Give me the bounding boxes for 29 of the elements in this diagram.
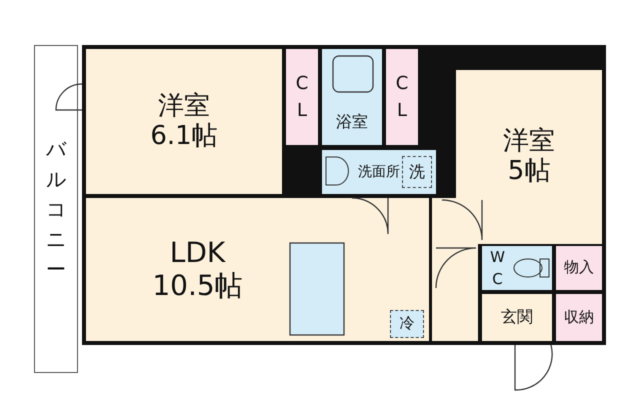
room-label: 6.1帖: [150, 122, 218, 152]
closet-area: [286, 49, 318, 145]
closet-area: [386, 49, 418, 145]
balcony-area: [34, 45, 78, 373]
entrance-area: [482, 294, 552, 341]
room-label: W C: [490, 246, 505, 290]
room-label: 10.5帖: [152, 270, 243, 302]
room-label: 洗面所: [358, 164, 400, 180]
room-label: 収納: [564, 308, 594, 326]
room-label: 5帖: [508, 157, 550, 187]
washer-space: [402, 156, 432, 188]
room-label: C L: [294, 72, 310, 123]
toilet-room-area: [482, 246, 552, 290]
room-label: バルコニー: [46, 136, 66, 283]
room-area: [456, 70, 602, 244]
fridge-space: [390, 310, 424, 338]
room-label: 浴室: [336, 112, 368, 131]
storage-area: [556, 294, 602, 341]
room-label: 洋室: [158, 92, 210, 122]
room-label: 洋室: [503, 127, 555, 157]
room-label: 玄関: [501, 308, 533, 327]
room-area: [86, 49, 282, 194]
room-label: C L: [394, 72, 410, 123]
room-label: LDK: [170, 237, 226, 270]
room-label: 冷: [400, 315, 414, 333]
washroom-area: [322, 150, 436, 194]
room-label: 物入: [564, 259, 594, 277]
room-label: 洗: [409, 162, 425, 182]
storage-area: [556, 246, 602, 290]
